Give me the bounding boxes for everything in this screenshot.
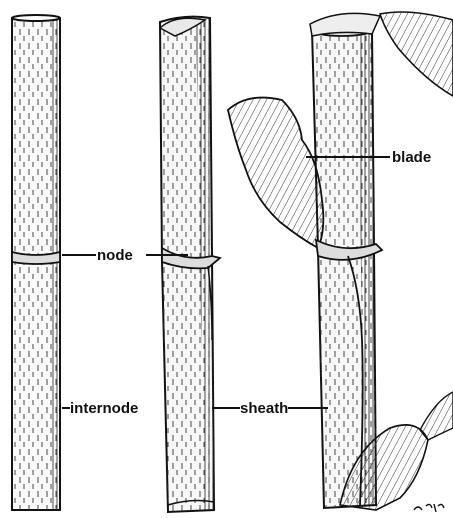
label-internode: internode xyxy=(70,400,138,417)
label-blade: blade xyxy=(392,149,431,166)
artist-signature xyxy=(414,504,444,512)
stem-middle xyxy=(160,17,220,512)
label-node: node xyxy=(97,247,133,264)
stem-right xyxy=(228,12,453,510)
label-sheath: sheath xyxy=(240,400,288,417)
stem-left xyxy=(12,15,60,510)
